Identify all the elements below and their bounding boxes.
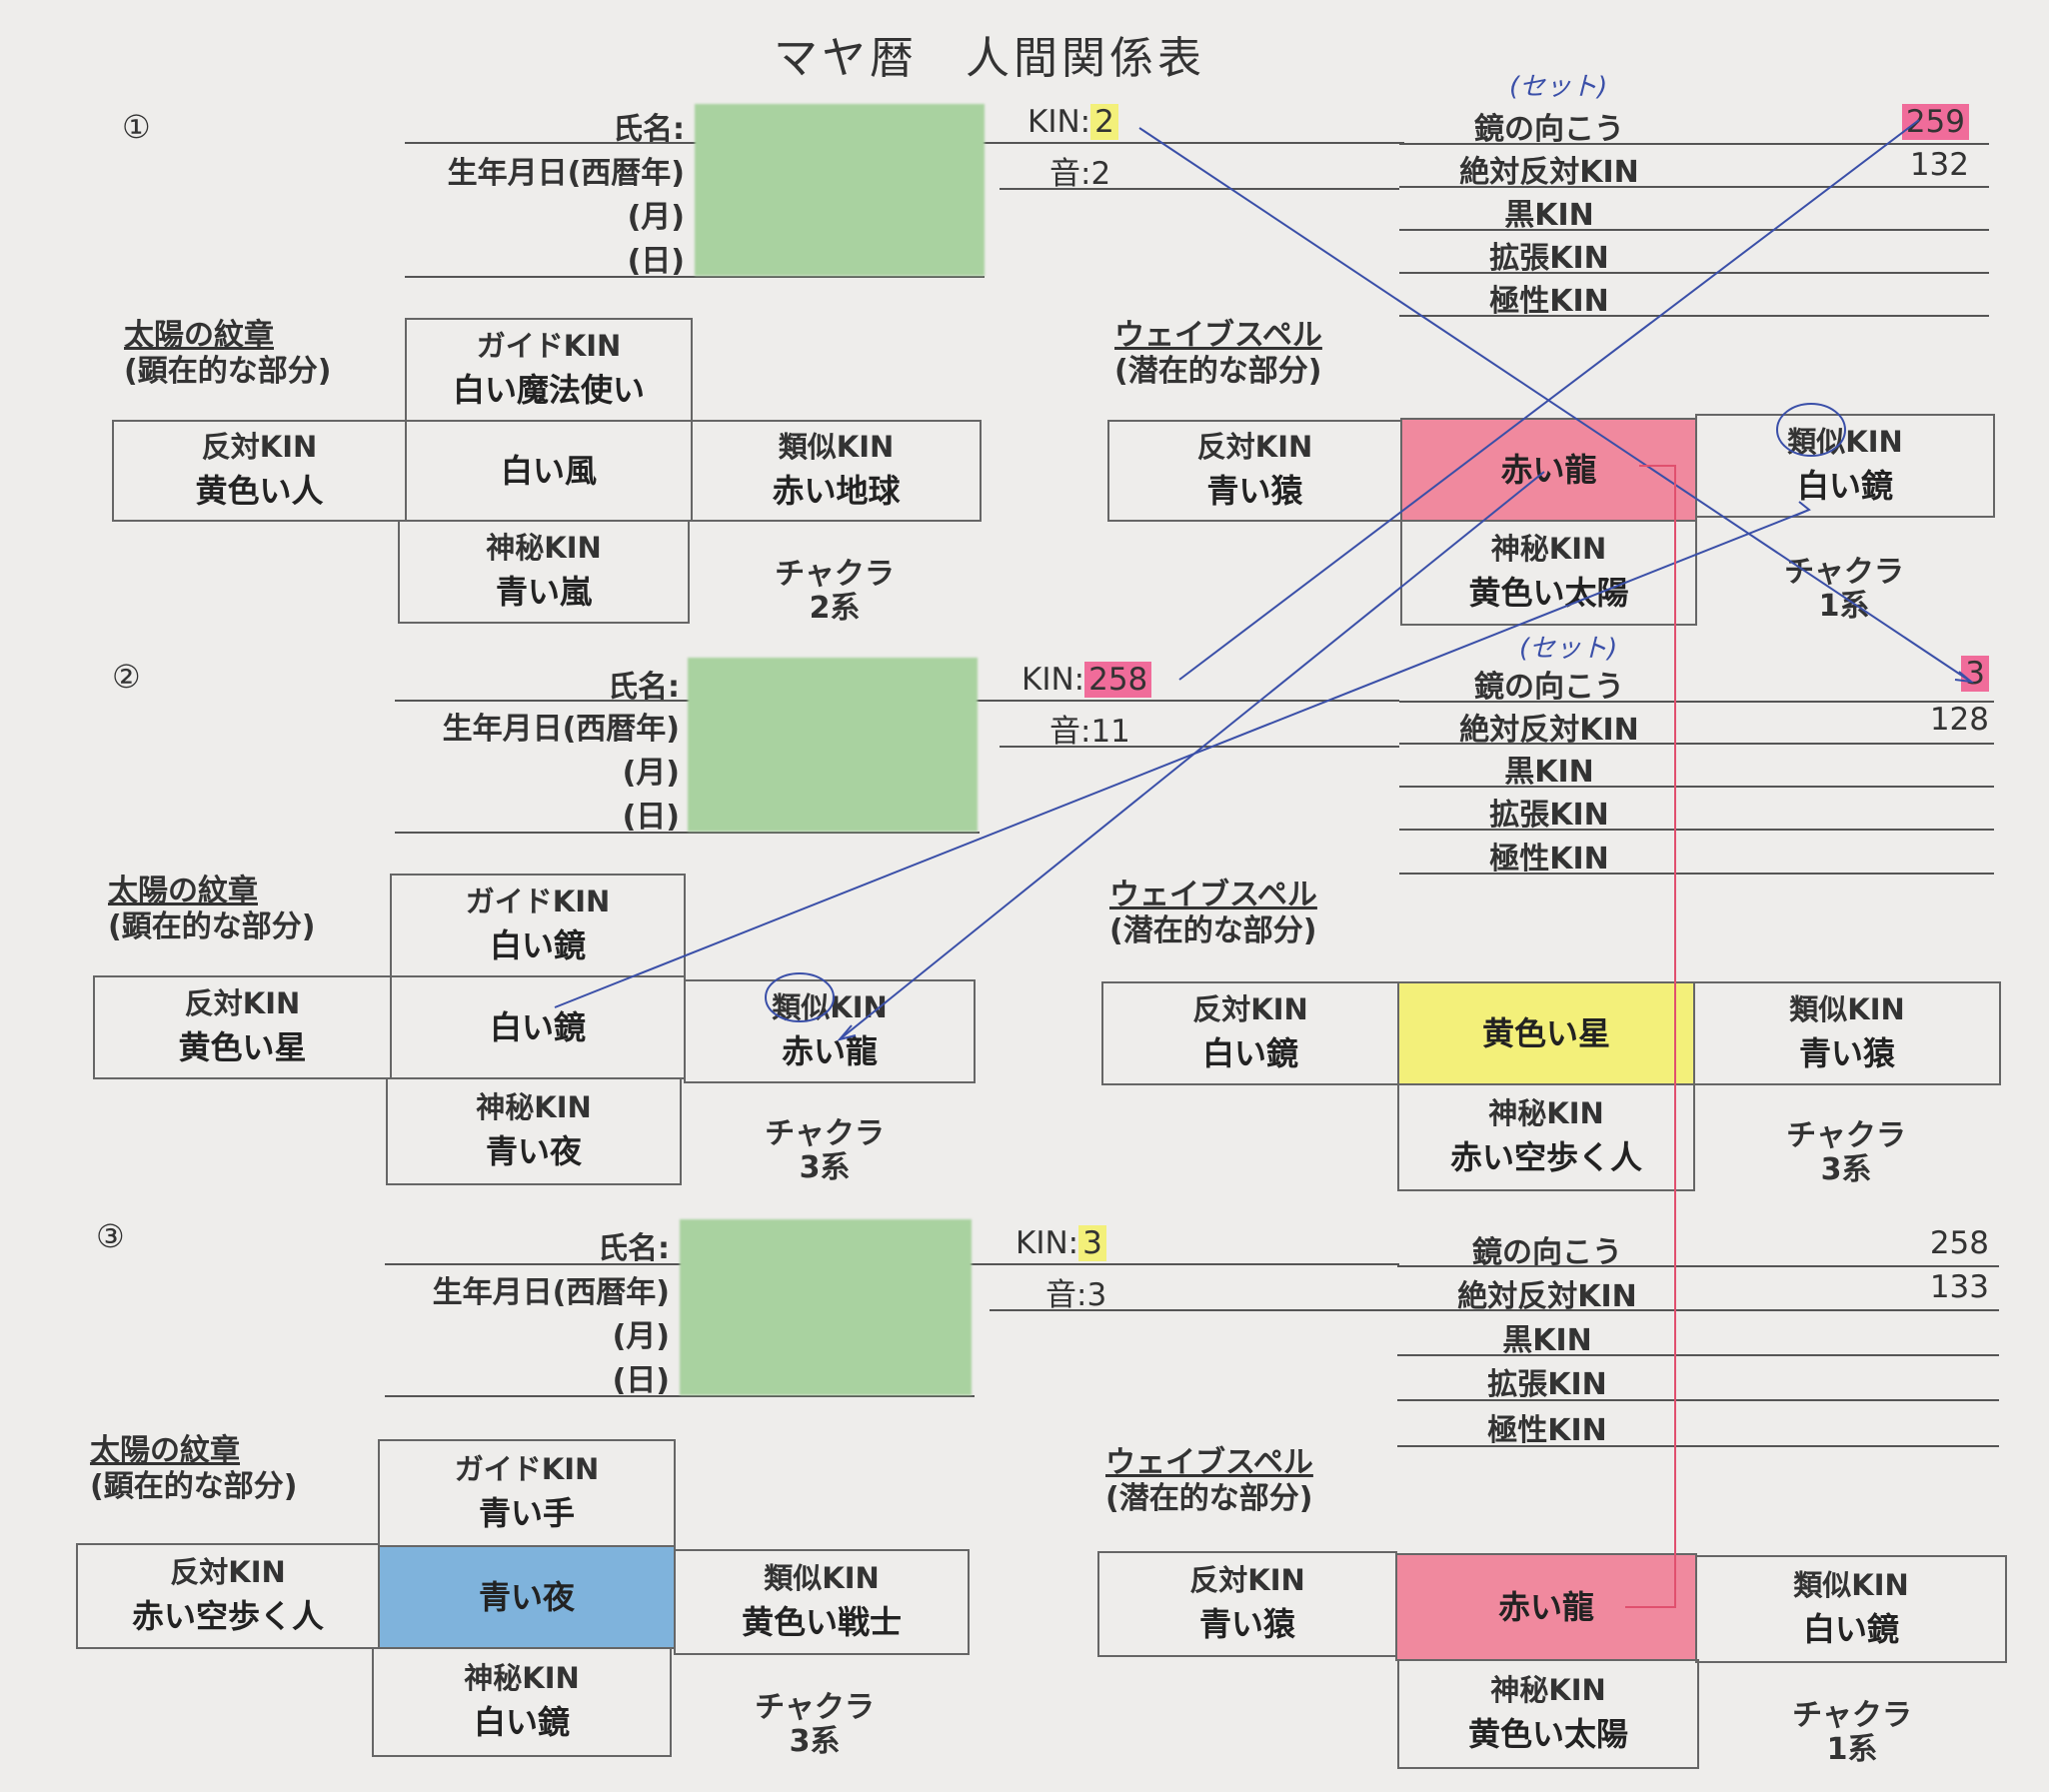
kin-value: 258 xyxy=(1084,662,1152,698)
sun-seal-heading: 太陽の紋章(顕在的な部分) xyxy=(90,1433,298,1504)
abs-opposite-label: 絶対反対KIN xyxy=(1457,1279,1637,1314)
birth-year-label: 生年月日(西暦年) xyxy=(432,1275,670,1310)
center-kin-cell: 青い夜 xyxy=(378,1545,676,1649)
month-label: (月) xyxy=(612,1319,670,1354)
page-title: マヤ暦 人間関係表 xyxy=(774,33,1205,84)
month-label: (月) xyxy=(622,756,680,791)
abs-opposite-value: 133 xyxy=(1929,1269,1989,1305)
mirror-label: 鏡の向こう xyxy=(1472,1235,1622,1270)
mirror-value: 3 xyxy=(1879,656,1989,692)
polar-label: 極性KIN xyxy=(1487,1413,1607,1448)
mirror-label: 鏡の向こう xyxy=(1474,112,1624,147)
birth-year-label: 生年月日(西暦年) xyxy=(442,712,680,747)
black-label: 黒KIN xyxy=(1502,1323,1592,1358)
polar-label: 極性KIN xyxy=(1489,284,1609,319)
kin-row: KIN:2 xyxy=(1027,104,1118,140)
polar-label: 極性KIN xyxy=(1489,842,1609,877)
mirror-value: 259 xyxy=(1859,104,1969,140)
person-index: ③ xyxy=(96,1217,125,1255)
birth-year-label: 生年月日(西暦年) xyxy=(447,156,685,191)
day-label: (日) xyxy=(627,244,685,279)
person-index: ① xyxy=(122,108,151,146)
set-note: (セット) xyxy=(1509,72,1608,102)
month-label: (月) xyxy=(627,200,685,235)
tone-row: 音:3 xyxy=(1045,1277,1107,1313)
kin-value: 3 xyxy=(1078,1225,1106,1261)
center-kin-cell: 白い風 xyxy=(405,420,693,522)
sun-seal-heading: 太陽の紋章(顕在的な部分) xyxy=(108,874,316,944)
kin-row: KIN:3 xyxy=(1016,1225,1106,1261)
extended-label: 拡張KIN xyxy=(1487,1367,1607,1402)
abs-opposite-label: 絶対反対KIN xyxy=(1459,155,1639,190)
wavespell-heading: ウェイブスペル(潜在的な部分) xyxy=(1114,318,1322,389)
sun-seal-heading: 太陽の紋章(顕在的な部分) xyxy=(124,318,332,389)
wave-center-kin-cell: 赤い龍 xyxy=(1395,1553,1697,1661)
tone-row: 音:11 xyxy=(1049,714,1130,750)
name-label: 氏名: xyxy=(613,112,685,147)
kin-value: 2 xyxy=(1090,104,1118,140)
redacted-name-field xyxy=(680,1219,972,1395)
black-label: 黒KIN xyxy=(1504,198,1594,233)
extended-label: 拡張KIN xyxy=(1489,241,1609,276)
name-label: 氏名: xyxy=(598,1231,670,1266)
redacted-name-field xyxy=(695,104,985,276)
extended-label: 拡張KIN xyxy=(1489,798,1609,833)
day-label: (日) xyxy=(612,1363,670,1398)
wave-center-kin-cell: 赤い龍 xyxy=(1400,418,1697,522)
wavespell-heading: ウェイブスペル(潜在的な部分) xyxy=(1105,1445,1313,1516)
set-note: (セット) xyxy=(1519,634,1618,664)
wavespell-heading: ウェイブスペル(潜在的な部分) xyxy=(1109,878,1317,948)
redacted-name-field xyxy=(688,658,978,832)
wave-center-kin-cell: 黄色い星 xyxy=(1397,981,1695,1085)
kin-row: KIN:258 xyxy=(1022,662,1152,698)
mirror-label: 鏡の向こう xyxy=(1474,670,1624,705)
tone-row: 音:2 xyxy=(1049,156,1111,192)
abs-opposite-value: 132 xyxy=(1909,147,1969,183)
black-label: 黒KIN xyxy=(1504,755,1594,790)
mirror-value: 258 xyxy=(1929,1225,1989,1261)
day-label: (日) xyxy=(622,800,680,835)
center-kin-cell: 白い鏡 xyxy=(390,975,686,1079)
abs-opposite-value: 128 xyxy=(1929,702,1989,738)
person-index: ② xyxy=(112,658,141,696)
